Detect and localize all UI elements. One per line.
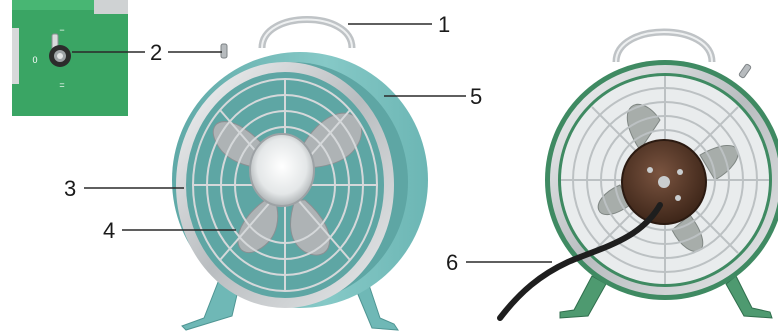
callout-4: 4 [103, 218, 115, 243]
switch-marking-high: − [59, 25, 64, 35]
rear-fan-switch [739, 64, 752, 79]
rear-fan-right-leg [726, 276, 772, 318]
switch-inset: − 0 = [12, 0, 128, 116]
callout-1: 1 [438, 12, 450, 37]
inset-top-right-edge [94, 0, 128, 14]
inset-left-edge [12, 28, 19, 84]
callout-3: 3 [64, 176, 76, 201]
switch-marking-low: = [59, 80, 64, 90]
rear-fan-left-leg [560, 276, 606, 318]
front-fan-handle [262, 20, 352, 49]
front-fan [172, 20, 428, 331]
callout-2: 2 [150, 40, 162, 65]
rear-fan [500, 32, 778, 318]
callout-5: 5 [470, 84, 482, 109]
rear-fan-handle [616, 32, 712, 62]
front-fan-hub [250, 134, 314, 206]
callout-6: 6 [446, 250, 458, 275]
switch-marking-off: 0 [32, 55, 37, 65]
front-fan-switch [221, 44, 227, 58]
